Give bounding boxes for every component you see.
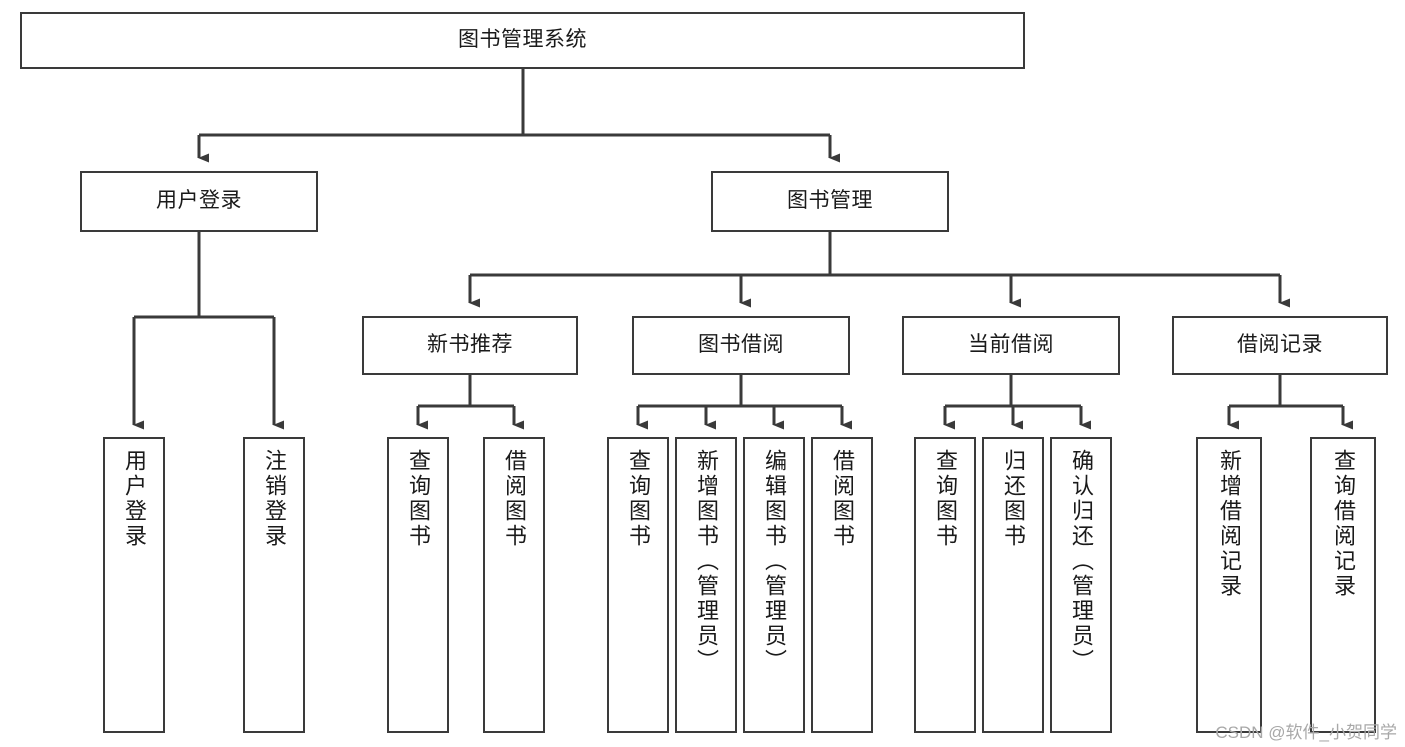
- node-label: 查询借阅记录: [1330, 449, 1356, 599]
- node-label: 借阅记录: [1237, 333, 1323, 357]
- node-label: 新书推荐: [427, 333, 513, 357]
- node-root-book-management-system[interactable]: 图书管理系统: [20, 12, 1025, 69]
- node-label: 借阅图书: [501, 449, 527, 549]
- leaf-query-book-recommendation[interactable]: 查询图书: [387, 437, 449, 733]
- node-label: 归还图书: [1000, 449, 1026, 549]
- node-label: 图书管理系统: [458, 28, 587, 52]
- node-current-borrow[interactable]: 当前借阅: [902, 316, 1120, 375]
- leaf-add-book-admin[interactable]: 新增图书（管理员）: [675, 437, 737, 733]
- node-label: 确认归还（管理员）: [1068, 449, 1094, 674]
- node-book-borrow[interactable]: 图书借阅: [632, 316, 850, 375]
- node-book-management[interactable]: 图书管理: [711, 171, 949, 232]
- leaf-user-logout[interactable]: 注销登录: [243, 437, 305, 733]
- node-label: 查询图书: [625, 449, 651, 549]
- node-label: 新增图书（管理员）: [693, 449, 719, 674]
- leaf-query-borrow-record[interactable]: 查询借阅记录: [1310, 437, 1376, 733]
- leaf-return-book[interactable]: 归还图书: [982, 437, 1044, 733]
- node-label: 用户登录: [121, 449, 147, 549]
- node-label: 当前借阅: [968, 333, 1054, 357]
- node-new-book-recommendation[interactable]: 新书推荐: [362, 316, 578, 375]
- node-label: 编辑图书（管理员）: [761, 449, 787, 674]
- node-label: 借阅图书: [829, 449, 855, 549]
- leaf-edit-book-admin[interactable]: 编辑图书（管理员）: [743, 437, 805, 733]
- node-label: 图书借阅: [698, 333, 784, 357]
- node-label: 图书管理: [787, 189, 873, 213]
- node-label: 查询图书: [405, 449, 431, 549]
- leaf-borrow-book-recommendation[interactable]: 借阅图书: [483, 437, 545, 733]
- node-label: 用户登录: [156, 189, 242, 213]
- leaf-add-borrow-record[interactable]: 新增借阅记录: [1196, 437, 1262, 733]
- node-borrow-record[interactable]: 借阅记录: [1172, 316, 1388, 375]
- node-label: 查询图书: [932, 449, 958, 549]
- node-label: 注销登录: [261, 449, 287, 549]
- node-user-login[interactable]: 用户登录: [80, 171, 318, 232]
- node-label: 新增借阅记录: [1216, 449, 1242, 599]
- leaf-query-book-current[interactable]: 查询图书: [914, 437, 976, 733]
- leaf-user-login[interactable]: 用户登录: [103, 437, 165, 733]
- csdn-watermark: CSDN @软件_小贺同学: [1215, 723, 1397, 742]
- leaf-query-book-borrow[interactable]: 查询图书: [607, 437, 669, 733]
- leaf-confirm-return-admin[interactable]: 确认归还（管理员）: [1050, 437, 1112, 733]
- leaf-borrow-book[interactable]: 借阅图书: [811, 437, 873, 733]
